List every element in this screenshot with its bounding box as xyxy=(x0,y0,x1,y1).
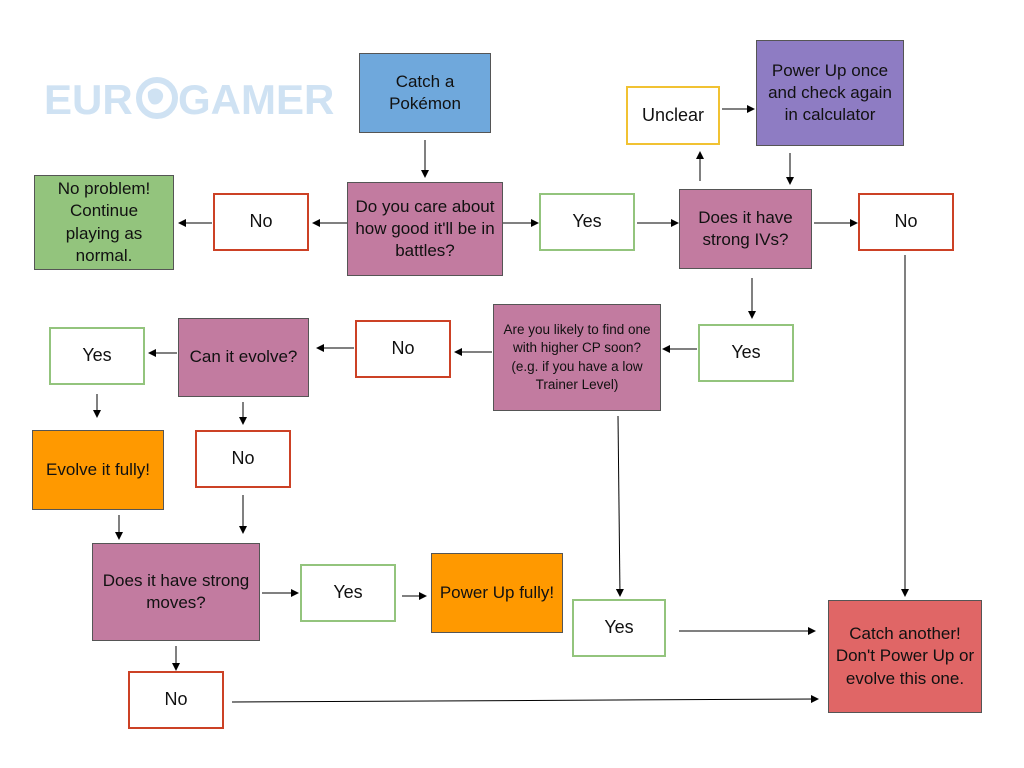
yes-likely-box: Yes xyxy=(572,599,666,657)
yes-evolve-box: Yes xyxy=(49,327,145,385)
logo-text-left: EUR xyxy=(44,76,133,122)
yes-moves-box: Yes xyxy=(300,564,396,622)
yes-ivs-box: Yes xyxy=(698,324,794,382)
likely-find-question: Are you likely to find one with higher C… xyxy=(493,304,661,411)
no-care-box: No xyxy=(213,193,309,251)
unclear-box: Unclear xyxy=(626,86,720,145)
no-moves-box: No xyxy=(128,671,224,729)
eurogamer-logo: EUR GAMER xyxy=(44,76,334,122)
power-up-once-box: Power Up once and check again in calcula… xyxy=(756,40,904,146)
globe-continent-shape xyxy=(147,88,164,105)
no-ivs-box: No xyxy=(858,193,954,251)
no-evolve-box: No xyxy=(195,430,291,488)
globe-icon xyxy=(136,77,178,119)
yes-care-box: Yes xyxy=(539,193,635,251)
strong-ivs-question: Does it have strong IVs? xyxy=(679,189,812,269)
arrow-no-to-catchanother-bottom xyxy=(231,695,819,704)
care-battles-question: Do you care about how good it'll be in b… xyxy=(347,182,503,276)
power-up-fully-box: Power Up fully! xyxy=(431,553,563,633)
can-evolve-question: Can it evolve? xyxy=(178,318,309,397)
arrow-likely-to-yes xyxy=(615,415,624,597)
logo-text-right: GAMER xyxy=(178,76,334,122)
no-problem-box: No problem! Continue playing as normal. xyxy=(34,175,174,270)
evolve-fully-box: Evolve it fully! xyxy=(32,430,164,510)
catch-pokemon-box: Catch a Pokémon xyxy=(359,53,491,133)
catch-another-box: Catch another! Don't Power Up or evolve … xyxy=(828,600,982,713)
no-likely-box: No xyxy=(355,320,451,378)
strong-moves-question: Does it have strong moves? xyxy=(92,543,260,641)
